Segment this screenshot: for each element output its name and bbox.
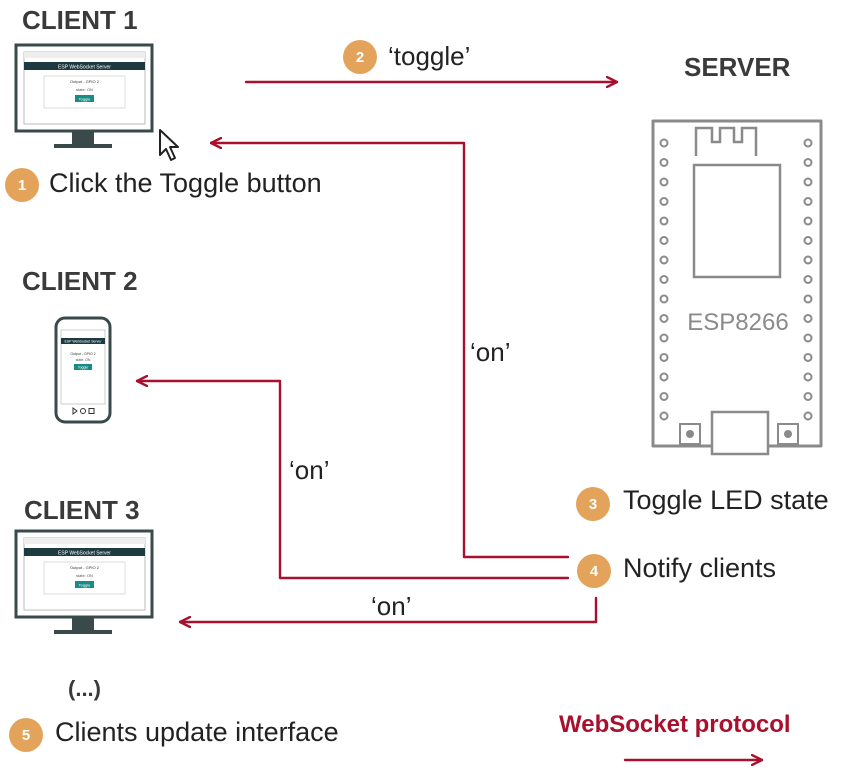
- client-2-phone-icon: ESP WebSocket Server Output - GPIO 2 sta…: [54, 316, 112, 424]
- on-message-client-2: ‘on’: [289, 455, 330, 485]
- board-pin: [659, 333, 669, 343]
- client-1-app-title: ESP WebSocket Server: [58, 65, 111, 71]
- step-4-text: Notify clients: [623, 553, 777, 583]
- board-pin: [803, 411, 813, 421]
- step-3-badge: 3: [576, 487, 610, 521]
- board-pin: [803, 158, 813, 167]
- client-3-title: CLIENT 3: [24, 495, 140, 525]
- board-pin: [659, 138, 669, 148]
- board-pin: [659, 314, 669, 323]
- board-pin: [659, 158, 669, 167]
- client-3-toggle-label: Toggle: [79, 583, 92, 588]
- board-pin: [803, 372, 813, 382]
- client-1-state-label: state: ON: [76, 87, 93, 92]
- client-3-state-label: state: ON: [76, 573, 93, 578]
- board-pin: [803, 314, 813, 323]
- client-1-toggle-button[interactable]: [75, 95, 94, 102]
- step-3-text: Toggle LED state: [623, 485, 829, 515]
- board-pin: [659, 216, 669, 226]
- board-pin: [659, 294, 669, 304]
- mouse-cursor-icon: [159, 129, 179, 161]
- board-pin: [803, 255, 813, 265]
- legend-title: WebSocket protocol: [559, 711, 791, 738]
- client-2-toggle-button[interactable]: [74, 364, 92, 370]
- client-2-app-title: ESP WebSocket Server: [64, 340, 102, 344]
- board-pin: [803, 216, 813, 226]
- board-label: ESP8266: [687, 309, 788, 336]
- client-3-output-label: Output - GPIO 2: [70, 565, 100, 570]
- client-2-state-label: state: ON: [76, 358, 91, 362]
- client-1-output-label: Output - GPIO 2: [70, 79, 100, 84]
- board-pin: [659, 197, 669, 206]
- toggle-message: ‘toggle’: [388, 41, 471, 71]
- step-2-badge: 2: [343, 40, 377, 74]
- board-pin: [803, 177, 813, 187]
- client-3-toggle-button[interactable]: [75, 581, 94, 588]
- notify-client-2-arrow: [135, 381, 570, 580]
- step-1-text: Click the Toggle button: [49, 168, 322, 198]
- step-4-badge: 4: [577, 554, 611, 588]
- client-2-toggle-label: Toggle: [78, 366, 88, 370]
- step-1-badge: 1: [5, 168, 39, 202]
- on-message-client-1: ‘on’: [470, 337, 511, 367]
- board-pin: [659, 353, 669, 362]
- notify-client-3-arrow: [178, 596, 598, 622]
- board-pin: [659, 392, 669, 401]
- client-3-app-title: ESP WebSocket Server: [58, 551, 111, 557]
- board-pin: [659, 177, 669, 187]
- board-pin: [659, 275, 669, 284]
- board-pin: [659, 236, 669, 245]
- board-pin: [803, 138, 813, 148]
- notify-client-1-arrow: [209, 143, 570, 559]
- client-2-title: CLIENT 2: [22, 266, 138, 296]
- board-pin: [803, 294, 813, 304]
- board-pin: [803, 333, 813, 343]
- step-5-badge: 5: [9, 718, 43, 752]
- board-pin: [659, 255, 669, 265]
- board-pin: [803, 197, 813, 206]
- client-2-output-label: Output - GPIO 2: [70, 352, 95, 356]
- client-1-title: CLIENT 1: [22, 5, 138, 35]
- board-pin: [659, 372, 669, 382]
- board-pin: [659, 411, 669, 421]
- client-3-monitor-icon: ESP WebSocket Server Output - GPIO 2 sta…: [14, 529, 154, 634]
- step-5-text: Clients update interface: [55, 717, 339, 747]
- board-pin: [803, 353, 813, 362]
- client-1-monitor-icon: ESP WebSocket Server Output - GPIO 2 sta…: [14, 43, 154, 148]
- board-pin: [803, 236, 813, 245]
- esp8266-board-icon: ESP8266: [651, 119, 823, 456]
- on-message-client-3: ‘on’: [371, 591, 412, 621]
- server-title: SERVER: [684, 52, 791, 82]
- board-pin: [803, 392, 813, 401]
- board-pin: [803, 275, 813, 284]
- more-clients-ellipsis: (...): [68, 676, 101, 701]
- client-1-toggle-label: Toggle: [79, 97, 92, 102]
